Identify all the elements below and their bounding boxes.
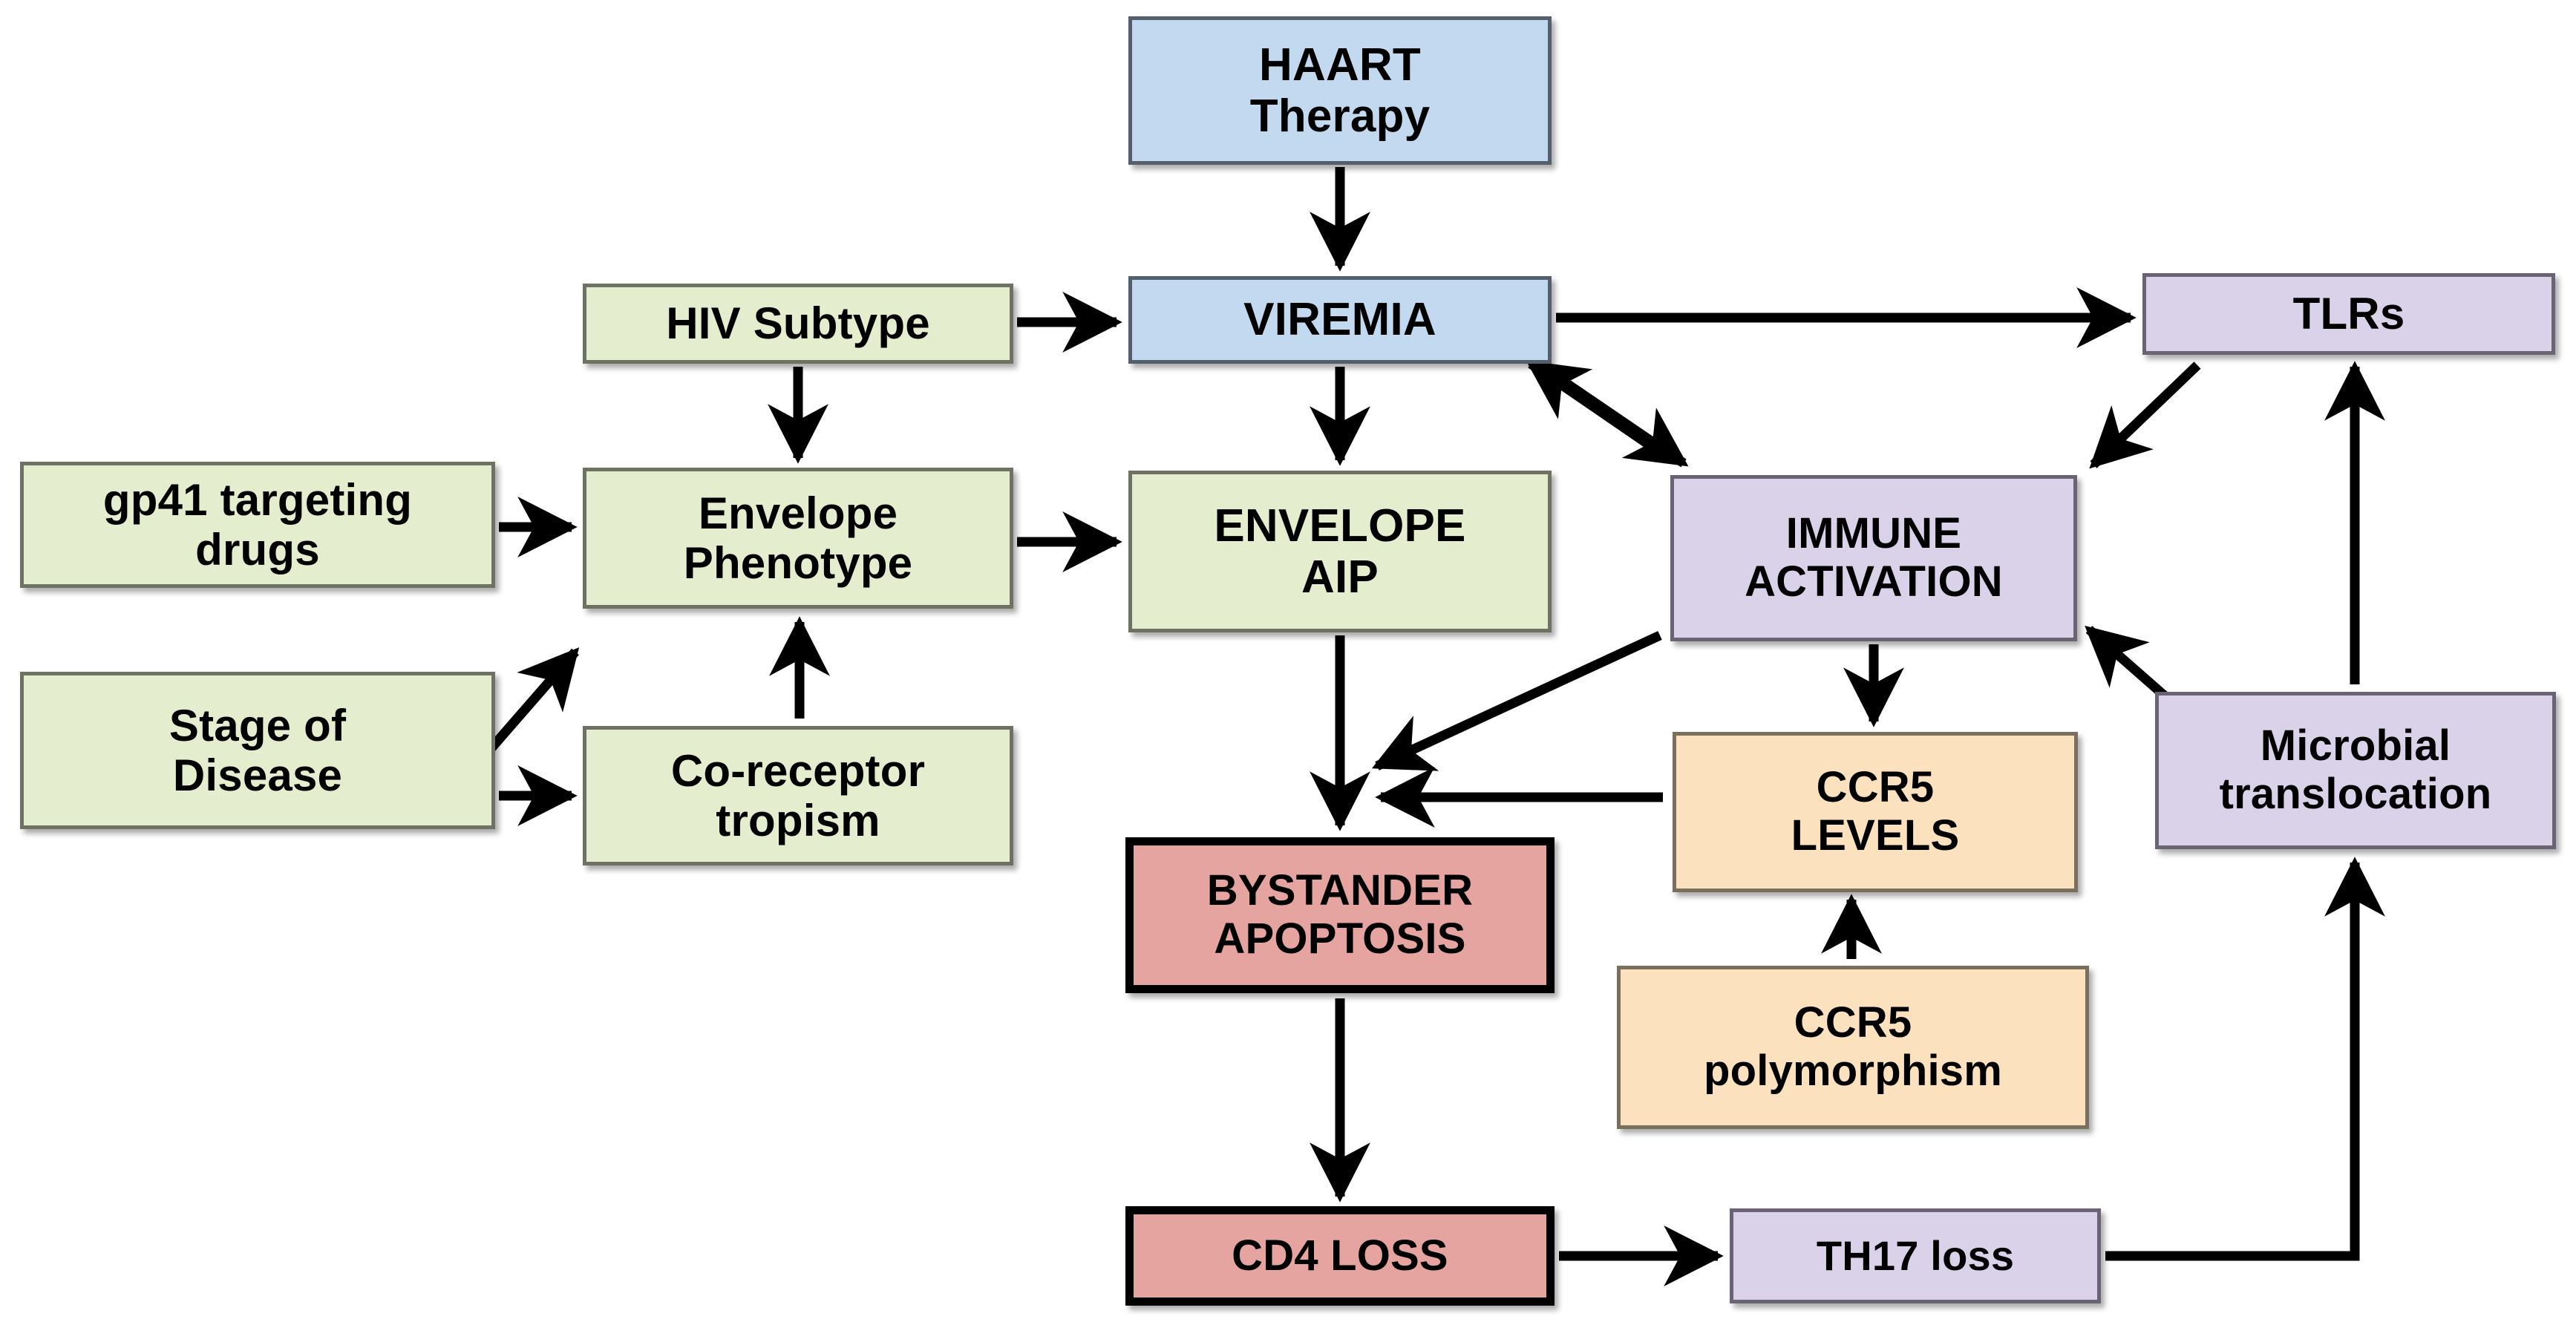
node-envelope_phenotype[interactable]: Envelope Phenotype — [583, 468, 1013, 609]
node-label-bystander: BYSTANDER APOPTOSIS — [1206, 866, 1474, 963]
node-label-envelope_phenotype: Envelope Phenotype — [683, 488, 913, 588]
node-label-stage_disease: Stage of Disease — [169, 700, 347, 800]
node-bystander[interactable]: BYSTANDER APOPTOSIS — [1125, 837, 1555, 993]
node-envelope_aip[interactable]: ENVELOPE AIP — [1128, 471, 1552, 632]
node-stage_disease[interactable]: Stage of Disease — [20, 672, 495, 829]
node-label-ccr5_levels: CCR5 LEVELS — [1791, 763, 1960, 860]
node-label-th17_loss: TH17 loss — [1816, 1231, 2015, 1279]
node-label-cd4_loss: CD4 LOSS — [1232, 1231, 1448, 1280]
edge-tlrs-to-immuneactivation — [2089, 361, 2201, 469]
node-label-viremia: VIREMIA — [1243, 294, 1436, 346]
node-tlrs[interactable]: TLRs — [2142, 273, 2555, 355]
edge-th17loss-to-microbial — [2105, 857, 2385, 1261]
edge-viremia-to-immuneactivation — [1546, 367, 1689, 468]
node-coreceptor[interactable]: Co-receptor tropism — [583, 726, 1013, 865]
node-label-ccr5_poly: CCR5 polymorphism — [1704, 998, 2002, 1095]
node-gp41[interactable]: gp41 targeting drugs — [20, 462, 495, 588]
node-label-gp41: gp41 targeting drugs — [102, 474, 413, 575]
node-cd4_loss[interactable]: CD4 LOSS — [1125, 1206, 1555, 1306]
node-label-coreceptor: Co-receptor tropism — [670, 745, 926, 845]
node-haart[interactable]: HAART Therapy — [1128, 16, 1552, 165]
node-ccr5_levels[interactable]: CCR5 LEVELS — [1673, 732, 2078, 892]
node-label-envelope_aip: ENVELOPE AIP — [1214, 500, 1466, 603]
node-microbial[interactable]: Microbial translocation — [2155, 692, 2556, 849]
node-label-immune_activation: IMMUNE ACTIVATION — [1745, 509, 2003, 606]
node-label-haart: HAART Therapy — [1249, 39, 1431, 142]
node-th17_loss[interactable]: TH17 loss — [1730, 1208, 2101, 1303]
node-ccr5_poly[interactable]: CCR5 polymorphism — [1617, 966, 2089, 1129]
edge-stagedisease-to-envelopephenotype — [486, 647, 580, 753]
edge-immuneactivation-to-viremia — [1526, 359, 1666, 459]
node-label-tlrs: TLRs — [2292, 289, 2405, 339]
node-label-microbial: Microbial translocation — [2219, 721, 2492, 818]
node-hiv_subtype[interactable]: HIV Subtype — [583, 284, 1013, 364]
node-viremia[interactable]: VIREMIA — [1128, 276, 1552, 364]
node-immune_activation[interactable]: IMMUNE ACTIVATION — [1670, 475, 2077, 641]
node-label-hiv_subtype: HIV Subtype — [666, 298, 930, 349]
edge-immuneactivation-to-bystander — [1371, 631, 1662, 771]
